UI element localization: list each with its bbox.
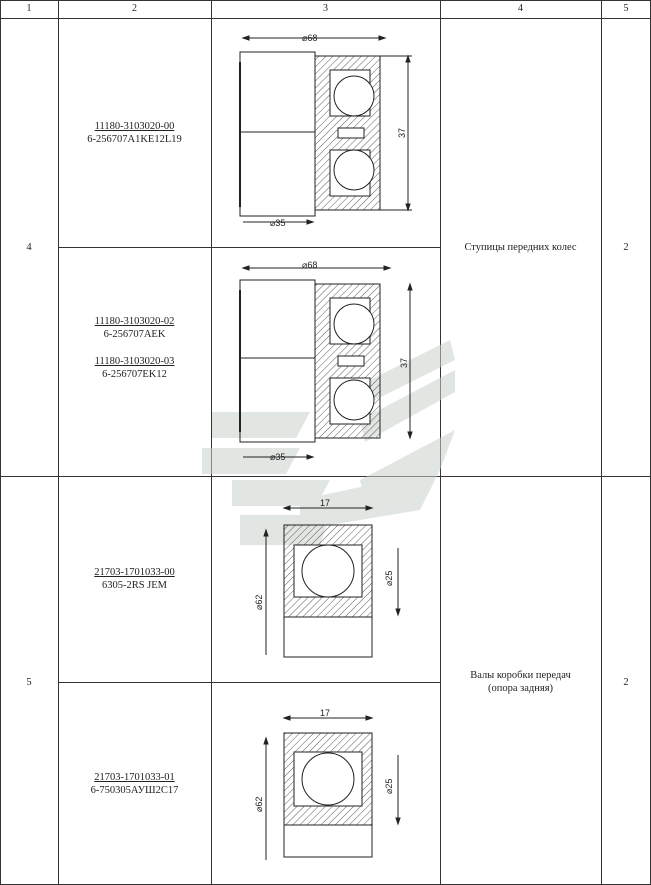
part-code: 11180-3103020-03 xyxy=(94,356,175,367)
header-col-4: 4 xyxy=(518,3,523,14)
group-4-quantity: 2 xyxy=(623,242,629,253)
part-code: 11180-3103020-00 xyxy=(94,121,175,132)
header-col-2: 2 xyxy=(132,3,137,14)
dim-outer-1: ⌀68 xyxy=(302,33,317,43)
dim-width-1: 37 xyxy=(397,128,407,138)
dim-width-3: 17 xyxy=(320,498,330,508)
part-cell-1: 11180-3103020-00 6-256707A1KE12L19 xyxy=(58,120,211,146)
dim-outer-4: ⌀62 xyxy=(254,797,264,812)
dim-width-2: 37 xyxy=(399,358,409,368)
bearing-drawing-3 xyxy=(263,505,401,658)
group-5-number: 5 xyxy=(26,677,32,688)
part-code: 11180-3103020-02 xyxy=(94,316,175,327)
watermark-logo xyxy=(202,340,455,545)
part-code: 21703-1701033-00 xyxy=(94,567,175,578)
group-4-number: 4 xyxy=(26,242,32,253)
bearing-drawing-4 xyxy=(263,715,401,860)
header-col-5: 5 xyxy=(623,3,629,14)
group-4-application: Ступицы передних колес xyxy=(464,242,577,253)
dim-inner-3: ⌀25 xyxy=(384,571,394,586)
bearing-drawing-1 xyxy=(239,35,412,225)
header-col-1: 1 xyxy=(26,3,32,14)
dim-inner-1: ⌀35 xyxy=(270,218,285,228)
part-designation: 6-256707AEK xyxy=(103,329,166,340)
dim-outer-3: ⌀62 xyxy=(254,595,264,610)
dim-width-4: 17 xyxy=(320,708,330,718)
dim-inner-2: ⌀35 xyxy=(270,452,285,462)
part-designation: 6-256707EK12 xyxy=(102,369,167,380)
group-5-quantity: 2 xyxy=(623,677,629,688)
part-designation: 6-750305АУШ2С17 xyxy=(90,785,179,796)
dim-inner-4: ⌀25 xyxy=(384,779,394,794)
part-cell-3: 21703-1701033-00 6305-2RS JEM xyxy=(58,566,211,592)
part-code: 21703-1701033-01 xyxy=(94,772,175,783)
header-col-3: 3 xyxy=(323,3,328,14)
part-designation: 6-256707A1KE12L19 xyxy=(87,134,182,145)
part-designation: 6305-2RS JEM xyxy=(101,580,168,591)
group-5-application: Валы коробки передач (опора задняя) xyxy=(470,670,571,694)
dim-outer-2: ⌀68 xyxy=(302,260,317,270)
part-cell-4: 21703-1701033-01 6-750305АУШ2С17 xyxy=(58,771,211,797)
part-cell-2: 11180-3103020-02 6-256707AEK 11180-31030… xyxy=(58,315,211,381)
bearing-drawing-2 xyxy=(239,265,413,460)
